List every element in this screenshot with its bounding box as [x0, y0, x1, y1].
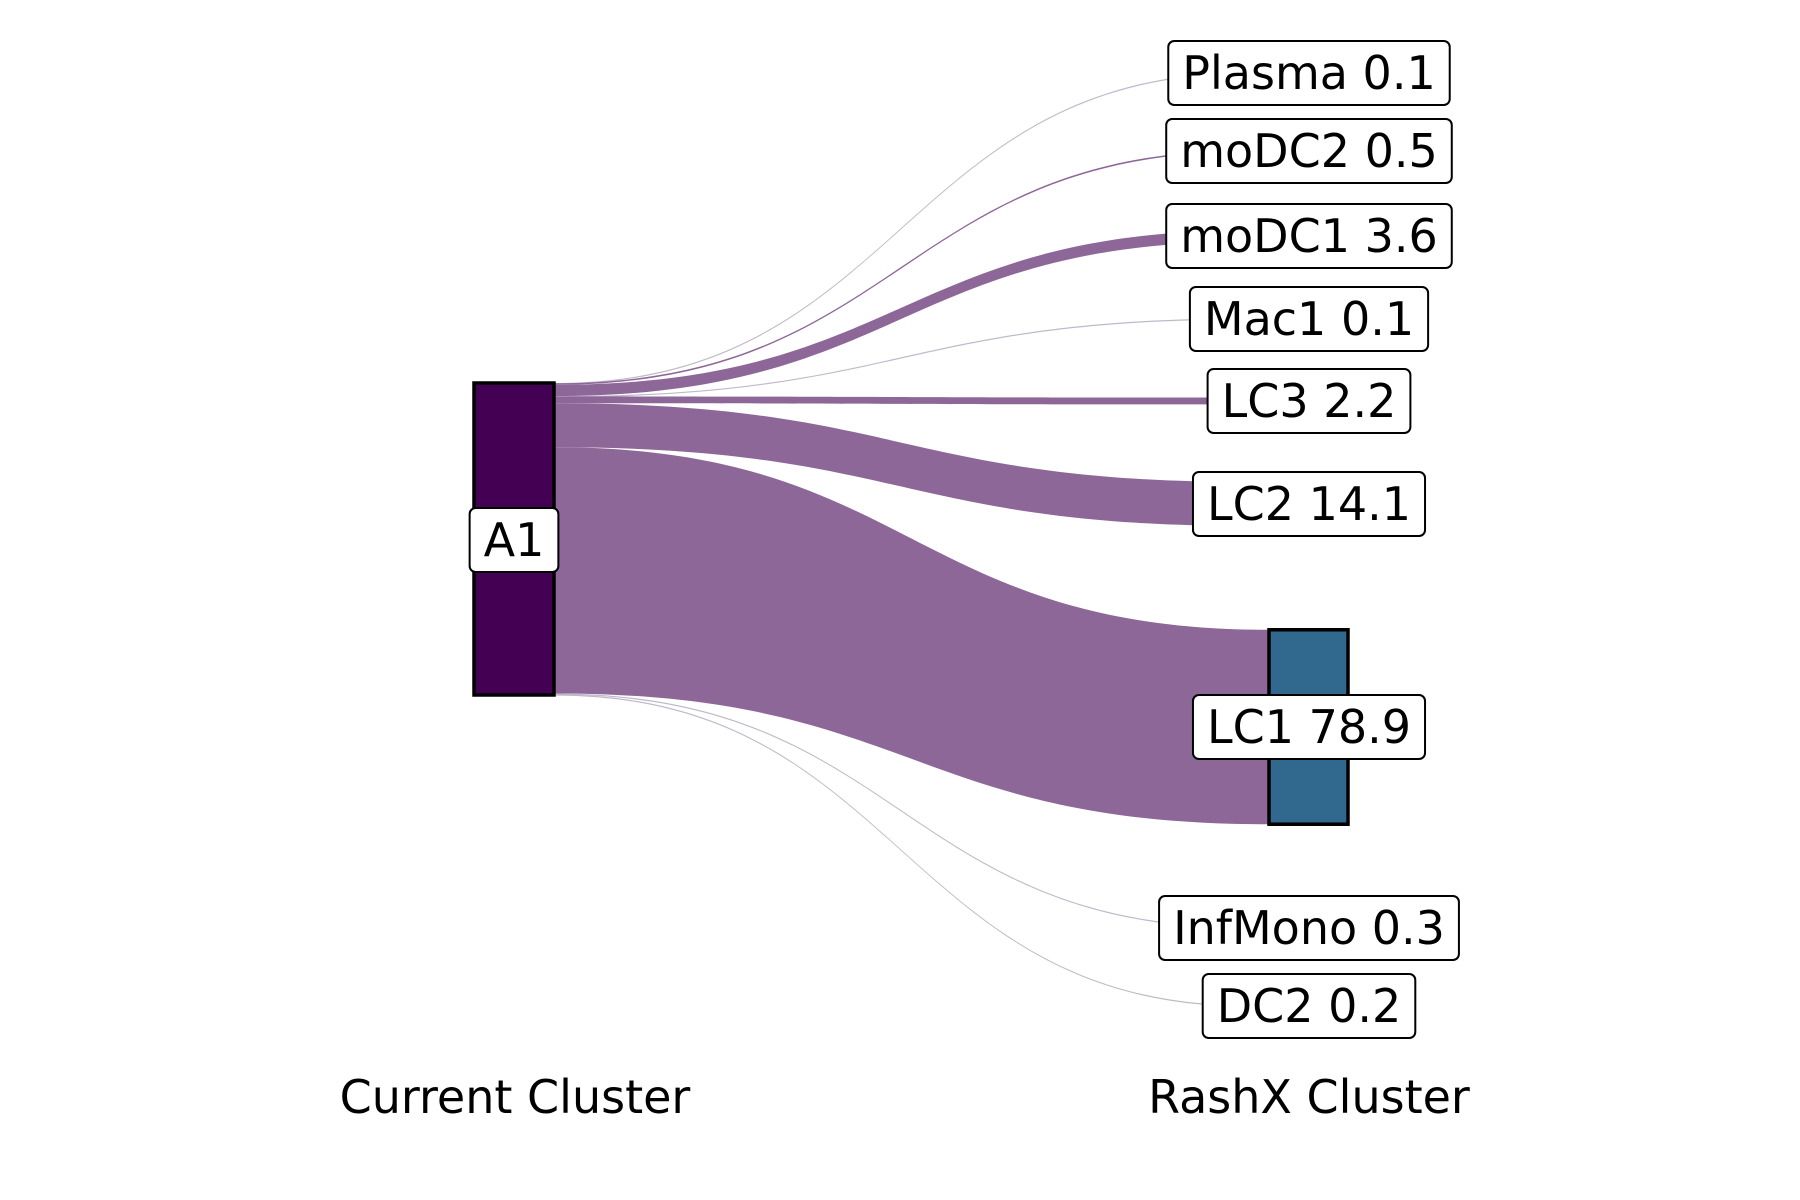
x-label-rashx-cluster: RashX Cluster [1148, 1070, 1470, 1124]
node-lc1-label-text: LC1 78.9 [1207, 700, 1411, 754]
node-plasma-label-text: Plasma 0.1 [1182, 46, 1435, 100]
flow-infmono [554, 693, 1249, 929]
node-lc1-label: LC1 78.9 [1191, 694, 1427, 760]
node-dc2-label: DC2 0.2 [1201, 973, 1417, 1039]
node-infmono-label: InfMono 0.3 [1158, 895, 1460, 961]
flow-modc2 [554, 150, 1249, 385]
flow-lc3 [554, 396, 1249, 405]
node-lc3-label-text: LC3 2.2 [1222, 374, 1397, 428]
flow-modc1 [554, 230, 1249, 397]
node-a1-label: A1 [468, 507, 560, 573]
node-dc2-label-text: DC2 0.2 [1217, 979, 1402, 1033]
x-label-current-cluster: Current Cluster [340, 1070, 691, 1124]
flow-layer [554, 72, 1269, 1007]
node-mac1-label: Mac1 0.1 [1188, 286, 1430, 352]
flow-lc1 [554, 447, 1269, 825]
node-lc2-label: LC2 14.1 [1191, 471, 1427, 537]
node-mac1-label-text: Mac1 0.1 [1204, 292, 1414, 346]
flow-dc2 [554, 694, 1249, 1007]
node-a1-label-text: A1 [484, 513, 545, 567]
node-modc1-label-text: moDC1 3.6 [1180, 209, 1438, 263]
node-plasma-label: Plasma 0.1 [1167, 40, 1451, 106]
flow-lc2 [554, 403, 1249, 526]
node-modc1-label: moDC1 3.6 [1165, 203, 1453, 269]
node-lc2-label-text: LC2 14.1 [1207, 477, 1411, 531]
node-lc3-label: LC3 2.2 [1206, 368, 1412, 434]
flow-plasma [554, 72, 1249, 385]
node-infmono-label-text: InfMono 0.3 [1173, 901, 1445, 955]
flow-mac1 [554, 318, 1249, 398]
node-modc2-label-text: moDC2 0.5 [1180, 124, 1438, 178]
node-modc2-label: moDC2 0.5 [1165, 118, 1453, 184]
